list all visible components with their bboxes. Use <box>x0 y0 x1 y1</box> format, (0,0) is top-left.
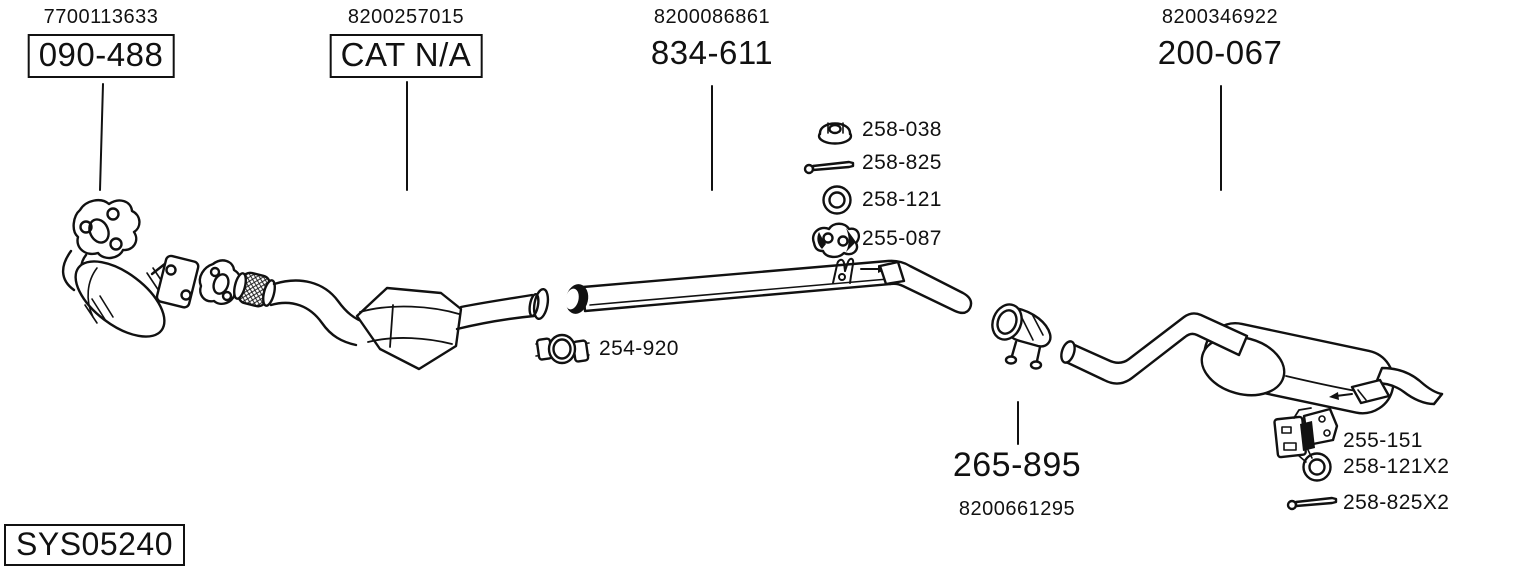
flow-direction-marker <box>860 260 906 286</box>
coupling-sleeve-drawing <box>991 303 1052 370</box>
rear-muffler-drawing <box>1060 312 1444 415</box>
oem-number: 8200661295 <box>958 498 1076 520</box>
section-muffler-labels: 8200346922 200-067 <box>1158 6 1283 72</box>
hw-ref-258-825: 258-825 <box>862 151 942 174</box>
part-ref-cat-na: CAT N/A <box>329 34 483 78</box>
part-ref-834-611: 834-611 <box>650 34 774 71</box>
gasket-ring-icon <box>1302 452 1332 482</box>
muffler-bracket-marker <box>1329 378 1391 405</box>
system-code: SYS05240 <box>4 524 186 566</box>
part-ref-200-067: 200-067 <box>1157 34 1283 71</box>
flange-nut-icon <box>817 122 853 145</box>
section-center-pipe-labels: 8200086861 834-611 <box>651 6 773 72</box>
leader-lines <box>99 81 1222 445</box>
pipe-clamp-icon <box>535 333 590 365</box>
center-catalyst-drawing <box>355 286 550 371</box>
flex-joint-drawing <box>198 259 368 347</box>
pipe-hanger-bracket <box>832 257 855 284</box>
section-catalyst-labels: 8200257015 CAT N/A <box>329 6 483 78</box>
section-front-pipe-labels: 7700113633 090-488 <box>27 6 175 78</box>
oem-number: 7700113633 <box>43 6 159 28</box>
hw-ref-258-038: 258-038 <box>862 118 942 141</box>
oem-number: 8200257015 <box>347 6 465 28</box>
gasket-ring-icon <box>822 185 852 215</box>
system-code-box: SYS05240 <box>4 524 186 566</box>
bolt-icon <box>803 160 855 175</box>
rubber-hanger-icon <box>811 222 860 259</box>
hanger-bracket-icon <box>1273 407 1339 463</box>
hw-ref-255-151: 255-151 <box>1343 429 1423 452</box>
hw-ref-254-920: 254-920 <box>599 337 679 360</box>
center-pipe-drawing <box>565 257 973 315</box>
oem-number: 8200346922 <box>1161 6 1279 28</box>
hw-ref-258-825x2: 258-825X2 <box>1343 491 1450 514</box>
hw-ref-258-121: 258-121 <box>862 188 942 211</box>
oem-number: 8200086861 <box>653 6 771 28</box>
bolt-icon <box>1286 496 1338 511</box>
hw-ref-255-087: 255-087 <box>862 227 942 250</box>
front-pipe-catalyst-drawing <box>61 198 200 338</box>
part-ref-090-488: 090-488 <box>27 34 175 78</box>
part-ref-265-895: 265-895 <box>952 446 1082 484</box>
hw-ref-258-121x2: 258-121X2 <box>1343 455 1450 478</box>
